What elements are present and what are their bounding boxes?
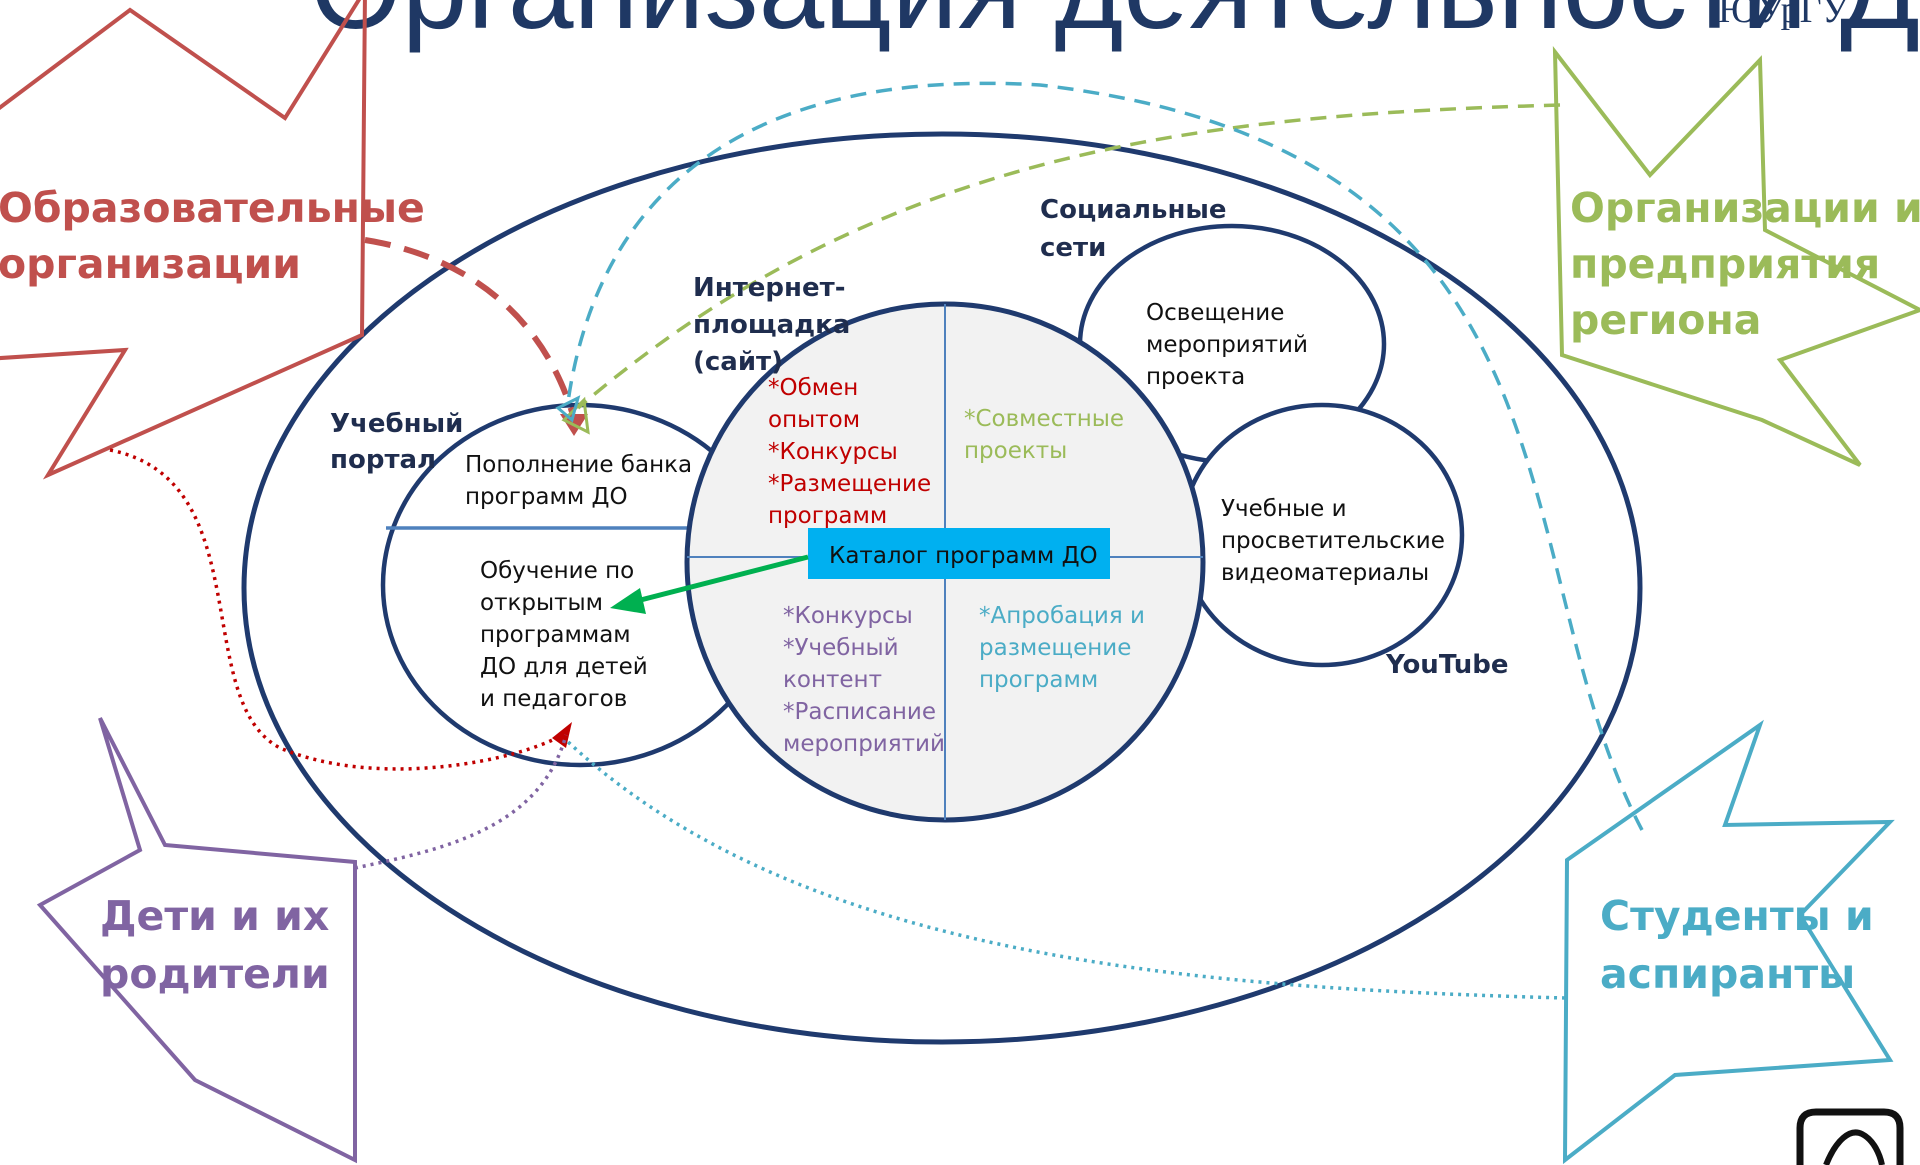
students-dotted-connector [564,738,1566,1000]
portal-label-line2: портал [330,445,436,475]
quadrant-line: размещение [979,635,1131,661]
regional-orgs-shape [1552,45,1920,467]
social-label-line1: Социальные [1040,195,1227,225]
site-quadrant-top-left: *Обмен опытом *Конкурсы *Размещение прог… [768,375,931,529]
social-item-line: Освещение [1146,300,1284,326]
site-label-line3: (сайт) [693,347,783,377]
children-parents-line2: родители [100,950,330,998]
portal-top-line2: программ ДО [465,484,628,510]
edu-connector [364,237,575,413]
quadrant-line: мероприятий [783,731,945,757]
youtube-item-line: видеоматериалы [1221,560,1429,586]
portal-bottom-line: открытым [480,590,603,616]
educational-orgs-shape [0,0,367,480]
regional-connector [576,103,1561,410]
social-item-line: мероприятий [1146,332,1308,358]
catalog-box [808,528,1110,579]
educational-orgs-line1: Образовательные [0,184,425,232]
portal-bottom-text: Обучение по открытым программам ДО для д… [480,558,648,712]
site-quadrant-top-right: *Совместные проекты [964,406,1124,464]
quadrant-line: проекты [964,438,1067,464]
portal-label-line1: Учебный [330,409,463,439]
site-quadrant-bottom-right: *Апробация и размещение программ [979,603,1145,693]
portal-bottom-line: ДО для детей [480,654,648,680]
edu-dotted-head [552,722,572,748]
quadrant-line: контент [783,667,882,693]
quadrant-line: программ [979,667,1098,693]
quadrant-line: программ [768,503,887,529]
quadrant-line: *Расписание [783,699,936,725]
educational-orgs-line2: организации [0,240,301,288]
students-shape [1562,719,1895,1165]
children-parents-shape [36,717,357,1164]
university-logo-text: ЮУрГУ [1718,0,1849,31]
students-line1: Студенты и [1600,892,1874,940]
students-connector [566,81,1644,831]
students-line2: аспиранты [1600,950,1855,998]
quadrant-line: *Конкурсы [768,439,898,465]
quadrant-line: *Учебный [783,635,899,661]
site-label-line1: Интернет- [693,273,846,303]
catalog-label: Каталог программ ДО [829,543,1098,569]
edu-dotted-connector [109,448,563,771]
children-parents-line1: Дети и их [100,892,329,940]
youtube-label: YouTube [1385,650,1508,680]
portal-bottom-line: Обучение по [480,558,634,584]
students-connector-head [555,395,581,423]
social-label-line2: сети [1040,233,1106,263]
regional-orgs-line3: региона [1570,296,1761,344]
outer-ellipse [241,131,1643,1045]
quadrant-line: *Конкурсы [783,603,913,629]
quadrant-line: *Размещение [768,471,931,497]
regional-orgs-line2: предприятия [1570,240,1880,288]
social-item-line: проекта [1146,364,1245,390]
quadrant-line: *Апробация и [979,603,1145,629]
catalog-arrow-head [610,588,646,614]
youtube-item-line: просветительские [1221,528,1445,554]
portal-top-line1: Пополнение банка [465,452,692,478]
regional-orgs-line1: Организации и [1570,184,1920,232]
slide-title: Организация деятельности ДИУ [310,0,1920,54]
quadrant-line: *Обмен [768,375,858,401]
youtube-item-line: Учебные и [1221,496,1347,522]
catalog-arrow-line [624,554,809,607]
children-dotted-connector [354,734,568,870]
university-emblem [1796,1108,1904,1165]
site-quadrant-bottom-left: *Конкурсы *Учебный контент *Расписание м… [783,603,945,757]
portal-bottom-line: и педагогов [480,686,627,712]
portal-bottom-line: программам [480,622,631,648]
quadrant-line: *Совместные [964,406,1124,432]
quadrant-line: опытом [768,407,860,433]
site-label-line2: площадка [693,310,850,340]
